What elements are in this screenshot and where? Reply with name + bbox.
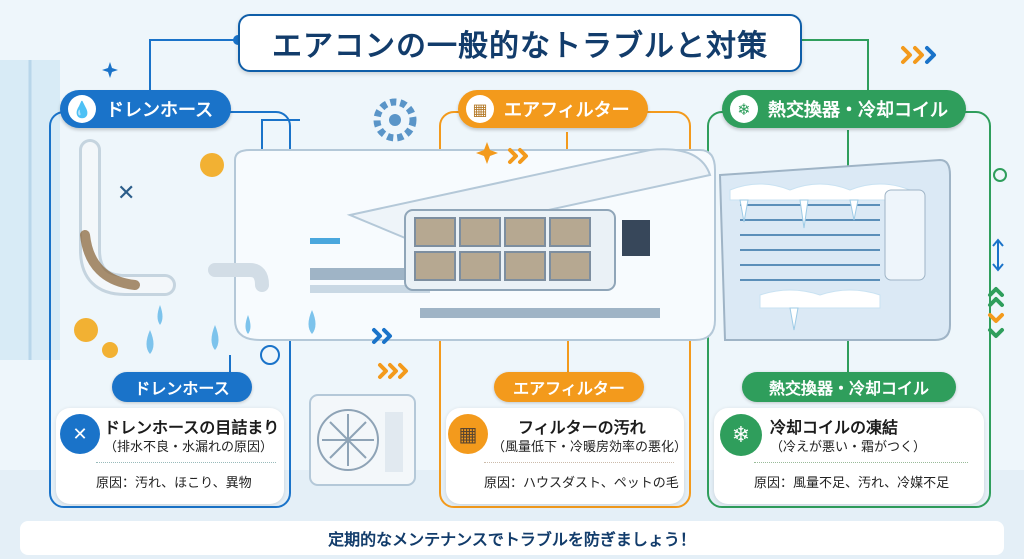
drain-hose-info: ✕ ドレンホースの目詰まり （排水不良・水漏れの原因） 原因：汚れ、ほこり、異物 [56, 408, 284, 504]
drain-issue-title: ドレンホースの目詰まり [104, 418, 280, 437]
drain-issue-subtitle: （排水不良・水漏れの原因） [104, 440, 274, 455]
filter-cause: 原因：ハウスダスト、ペットの毛 [484, 476, 679, 491]
filter-grid-icon: ▦ [466, 95, 494, 123]
dirty-filter-icon: ▦ [448, 414, 488, 454]
frozen-coil-icon: ❄ [720, 414, 762, 456]
air-filter-sub-badge: エアフィルター [494, 372, 644, 402]
coil-issue-subtitle: （冷えが悪い・霜がつく） [770, 440, 927, 455]
page-title: エアコンの一般的なトラブルと対策 [238, 14, 802, 72]
clogged-hose-icon: ✕ [60, 414, 100, 454]
drain-hose-badge-label: ドレンホース [106, 100, 214, 121]
coil-issue-title: 冷却コイルの凍結 [770, 418, 899, 437]
footer-message: 定期的なメンテナンスでトラブルを防ぎましょう！ [20, 521, 1004, 555]
air-filter-badge-label: エアフィルター [504, 100, 630, 121]
heat-exchanger-info: ❄ 冷却コイルの凍結 （冷えが悪い・霜がつく） 原因：風量不足、汚れ、冷媒不足 [714, 408, 984, 504]
heat-exchanger-badge: ❄ 熱交換器・冷却コイル [722, 90, 966, 128]
drain-hose-sub-badge: ドレンホース [112, 372, 252, 402]
drain-cause: 原因：汚れ、ほこり、異物 [96, 476, 252, 491]
filter-issue-title: フィルターの汚れ [518, 418, 646, 437]
heat-exchanger-sub-badge: 熱交換器・冷却コイル [742, 372, 956, 402]
filter-issue-subtitle: （風量低下・冷暖房効率の悪化） [492, 440, 688, 455]
svg-text:✕: ✕ [117, 181, 135, 206]
heat-exchanger-badge-label: 熱交換器・冷却コイル [768, 100, 948, 121]
water-drop-icon: 💧 [68, 95, 96, 123]
air-filter-badge: ▦ エアフィルター [458, 90, 648, 128]
air-filter-info: ▦ フィルターの汚れ （風量低下・冷暖房効率の悪化） 原因：ハウスダスト、ペット… [446, 408, 688, 504]
drain-hose-badge: 💧 ドレンホース [60, 90, 232, 128]
snowflake-icon: ❄ [730, 95, 758, 123]
coil-cause: 原因：風量不足、汚れ、冷媒不足 [754, 476, 950, 491]
